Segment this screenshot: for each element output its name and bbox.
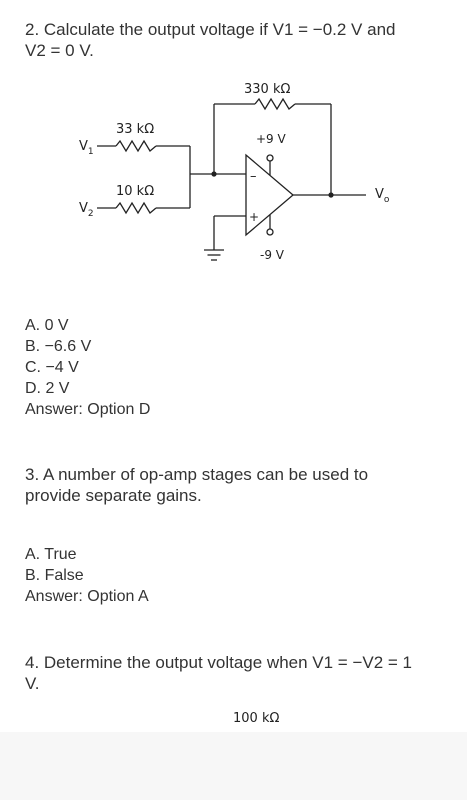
neg-supply-terminal — [266, 228, 274, 236]
question-4-line-1: 4. Determine the output voltage when V1 … — [25, 653, 413, 672]
q3-answer: Answer: Option A — [25, 588, 149, 605]
pos-supply-terminal — [266, 154, 274, 162]
resistor-330k — [254, 97, 296, 111]
pos-supply-label: +9 V — [256, 132, 287, 146]
vo-label: Vo — [375, 187, 390, 205]
q2-option-c: C. −4 V — [25, 359, 79, 376]
q3-option-b: B. False — [25, 567, 84, 584]
v1-label: V1 — [79, 139, 94, 157]
v1-label-subscript: 1 — [88, 147, 94, 157]
q2-option-b: B. −6.6 V — [25, 338, 92, 355]
neg-supply-label: -9 V — [260, 248, 285, 262]
q2-option-d: D. 2 V — [25, 380, 70, 397]
question-3-text: 3. A number of op-amp stages can be used… — [25, 464, 455, 506]
feedback-junction-dot — [211, 171, 217, 177]
r1-label: 33 kΩ — [116, 122, 154, 137]
question-4-text: 4. Determine the output voltage when V1 … — [25, 652, 455, 694]
q2-answer: Answer: Option D — [25, 401, 151, 418]
resistor-10k — [115, 201, 157, 215]
question-4-line-2: V. — [25, 674, 40, 693]
question-2-text: 2. Calculate the output voltage if V1 = … — [25, 19, 455, 61]
v1-label-base: V — [79, 139, 88, 154]
bottom-empty-area — [0, 732, 467, 800]
question-2-line-1: 2. Calculate the output voltage if V1 = … — [25, 20, 396, 39]
v2-label: V2 — [79, 201, 94, 219]
question-2-line-2: V2 = 0 V. — [25, 41, 94, 60]
output-junction-dot — [328, 192, 334, 198]
noninverting-input-sign: + — [249, 210, 259, 224]
q3-option-a: A. True — [25, 546, 77, 563]
question-3-line-2: provide separate gains. — [25, 486, 202, 505]
op-amp-summing-circuit: 330 kΩ 33 kΩ 10 kΩ +9 V -9 V – + V1 V2 V… — [79, 82, 390, 262]
v2-label-subscript: 2 — [88, 209, 94, 219]
vo-label-base: V — [375, 187, 384, 202]
resistor-33k — [115, 139, 157, 153]
question-3-line-1: 3. A number of op-amp stages can be used… — [25, 465, 369, 484]
v2-label-base: V — [79, 201, 88, 216]
r2-label: 10 kΩ — [116, 184, 154, 199]
ground-icon — [204, 249, 224, 261]
inverting-input-sign: – — [250, 169, 257, 184]
q2-option-a: A. 0 V — [25, 317, 69, 334]
vo-label-subscript: o — [384, 195, 390, 205]
feedback-resistor-label: 330 kΩ — [244, 82, 290, 97]
q4-resistor-label: 100 kΩ — [233, 711, 280, 726]
